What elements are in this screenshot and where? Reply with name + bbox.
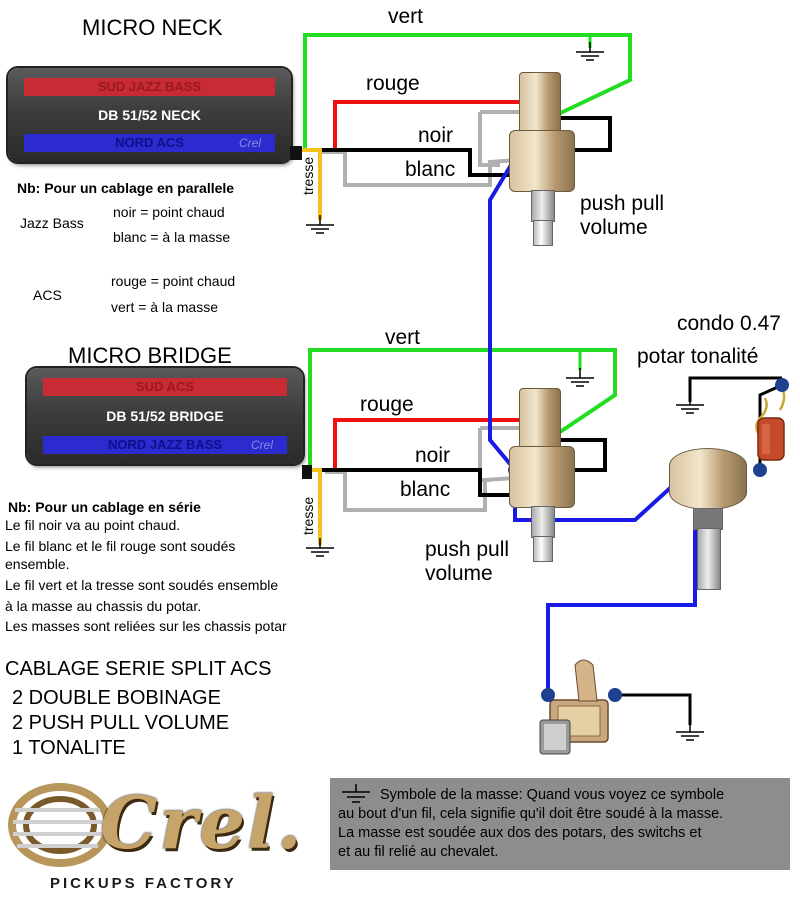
bridge-pot-label-2: volume xyxy=(425,562,493,585)
bridge-wiring xyxy=(305,348,617,557)
parallel-jazz-line1: noir = point chaud xyxy=(113,204,225,220)
neck-crel-mark: Crel xyxy=(238,136,261,150)
neck-model: DB 51/52 NECK xyxy=(98,107,201,123)
summary-line2: 2 PUSH PULL VOLUME xyxy=(12,712,230,734)
tone-condo-label: condo 0.47 xyxy=(677,312,781,335)
tone-potar-label: potar tonalité xyxy=(637,345,759,368)
serie-note-line: ensemble. xyxy=(5,556,70,572)
bridge-pickup: SUD ACS DB 51/52 BRIDGE NORD JAZZ BASS C… xyxy=(27,368,303,464)
bridge-model: DB 51/52 BRIDGE xyxy=(106,408,224,424)
neck-title: MICRO NECK xyxy=(82,15,223,40)
neck-band-top: SUD JAZZ BASS xyxy=(24,78,275,96)
neck-label-blanc: blanc xyxy=(405,158,456,181)
serie-note-line: à la masse au chassis du potar. xyxy=(5,598,202,614)
parallel-jazz-label: Jazz Bass xyxy=(20,215,84,231)
bridge-label-rouge: rouge xyxy=(360,393,414,416)
neck-push-pull-pot xyxy=(505,72,585,247)
serie-note-line: Le fil blanc et le fil rouge sont soudés xyxy=(5,538,236,554)
parallel-jazz-line2: blanc = à la masse xyxy=(113,229,231,245)
neck-label-vert: vert xyxy=(388,5,424,28)
serie-note-heading: Nb: Pour un cablage en série xyxy=(8,499,201,515)
bridge-label-tresse: tresse xyxy=(300,496,316,535)
bridge-band-bottom: NORD JAZZ BASS xyxy=(43,436,287,454)
bridge-label-vert: vert xyxy=(385,326,421,349)
logo-tagline: PICKUPS FACTORY xyxy=(50,875,237,892)
jack-wiring xyxy=(539,659,705,755)
neck-label-rouge: rouge xyxy=(366,72,420,95)
parallel-acs-label: ACS xyxy=(33,287,62,303)
neck-connector xyxy=(290,146,302,160)
parallel-note-heading: Nb: Pour un cablage en parallele xyxy=(17,180,235,196)
bridge-label-noir: noir xyxy=(415,444,451,467)
summary-title: CABLAGE SERIE SPLIT ACS xyxy=(5,658,272,680)
ground-symbol-icon xyxy=(342,784,370,803)
bridge-push-pull-pot xyxy=(505,388,585,563)
ground-note-line: La masse est soudée aux dos des potars, … xyxy=(338,825,702,841)
ground-note-line: et au fil relié au chevalet. xyxy=(338,844,499,860)
parallel-acs-line2: vert = à la masse xyxy=(111,299,218,315)
ground-note-line: au bout d'un fil, cela signifie qu'il do… xyxy=(338,806,724,822)
neck-band-bottom: NORD ACS xyxy=(24,134,275,152)
bridge-band-top: SUD ACS xyxy=(43,378,287,396)
bridge-crel-mark: Crel xyxy=(250,438,273,452)
serie-note-line: Le fil vert et la tresse sont soudés ens… xyxy=(5,577,279,593)
bridge-title: MICRO BRIDGE xyxy=(68,343,232,368)
neck-pot-label-1: push pull xyxy=(580,192,665,215)
ground-note-text: Symbole de la masse: Quand vous voyez ce… xyxy=(338,786,724,862)
neck-label-tresse: tresse xyxy=(300,156,316,195)
serie-note-line: Les masses sont reliées sur les chassis … xyxy=(5,618,287,634)
bridge-label-blanc: blanc xyxy=(400,478,451,501)
neck-wiring xyxy=(300,33,632,234)
ground-note-line: Symbole de la masse: Quand vous voyez ce… xyxy=(380,787,725,803)
serie-note-line: Le fil noir va au point chaud. xyxy=(5,517,181,533)
crel-logo: Crel. PICKUPS FACTORY xyxy=(5,780,325,895)
logo-swirl-icon xyxy=(8,783,112,867)
summary-line1: 2 DOUBLE BOBINAGE xyxy=(12,687,221,709)
neck-label-noir: noir xyxy=(418,124,454,147)
parallel-acs-line1: rouge = point chaud xyxy=(111,273,236,289)
tone-wiring xyxy=(675,376,786,470)
logo-name: Crel. xyxy=(100,780,304,865)
neck-pickup: SUD JAZZ BASS DB 51/52 NECK NORD ACS Cre… xyxy=(8,68,291,162)
bridge-connector xyxy=(302,465,312,479)
summary-line3: 1 TONALITE xyxy=(12,737,126,759)
tone-pot xyxy=(665,448,755,593)
neck-pot-label-2: volume xyxy=(580,216,648,239)
ground-note-box: Symbole de la masse: Quand vous voyez ce… xyxy=(330,778,790,870)
bridge-pot-label-1: push pull xyxy=(425,538,510,561)
